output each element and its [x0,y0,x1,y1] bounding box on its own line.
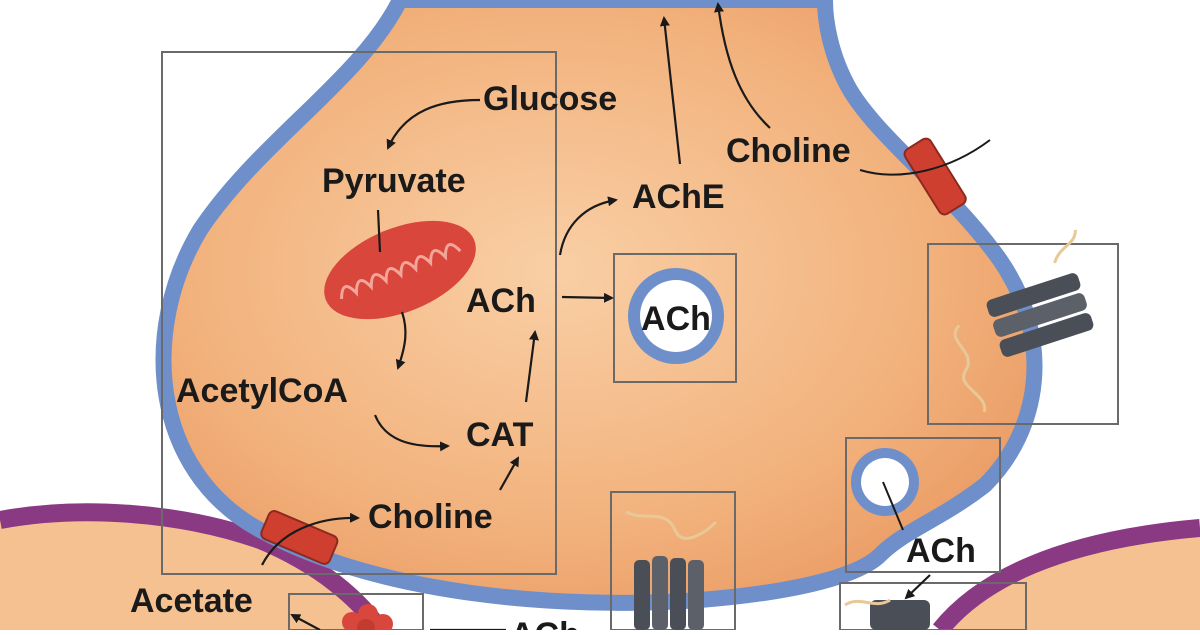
vesicle-box [613,253,737,383]
release-box [845,437,1001,573]
receptor-icon [844,598,930,630]
receptor-box-right [927,243,1119,425]
receptor-icon [953,229,1094,413]
synthesis-box [161,51,557,575]
postsynaptic-cell [0,503,1200,635]
label-ach-bottom: ACh [510,616,580,630]
label-ach-release: ACh [906,532,976,570]
label-cat: CAT [466,416,534,454]
label-choline-top: Choline [726,132,851,170]
choline-entry-line [859,139,991,176]
transporter-icon [260,510,339,565]
receptor-icon [625,510,718,630]
transporter-icon [903,137,967,216]
label-pyruvate: Pyruvate [322,162,466,200]
label-acetate: Acetate [130,582,253,620]
mitochondrion-icon [324,220,476,320]
label-glucose: Glucose [483,80,617,118]
vesicle-icon [628,268,724,364]
label-ach-inner: ACh [466,282,536,320]
label-choline-inner: Choline [368,498,493,536]
label-ach-vesicle: ACh [641,300,711,338]
vesicle-icon [851,448,919,516]
label-ache: AChE [632,178,725,216]
label-acetylcoa: AcetylCoA [176,372,348,410]
